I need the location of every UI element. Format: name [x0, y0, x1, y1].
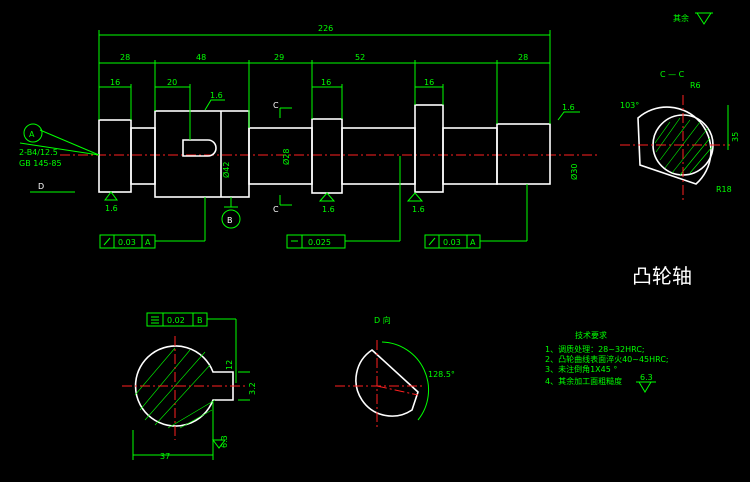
dim-16a: 16 [110, 78, 120, 87]
tech-item-1: 1、调质处理：28~32HRC; [545, 344, 645, 354]
keyway-slot: 3.2 [248, 382, 257, 395]
middle-shaft-2 [341, 127, 416, 185]
center-hole-callout: A 2-B4/12.5 GB 145-85 D [19, 123, 100, 193]
section-cc: C — C 103° R6 R18 35 [620, 70, 740, 200]
roughness-marks: 1.6 1.6 1.6 1.6 1.6 [104, 91, 580, 214]
ra-top-left: 1.6 [210, 91, 223, 100]
center-hole-label: A [29, 130, 35, 139]
tech-heading: 技术要求 [575, 330, 607, 340]
view-d-angle: 128.5° [428, 370, 455, 379]
roughness-note-symbol [695, 12, 713, 25]
right-journal [496, 123, 551, 185]
tech-item-4: 4、其余加工面粗糙度 [545, 376, 622, 386]
dim-52: 52 [355, 53, 365, 62]
tol-3-datum: A [470, 238, 476, 247]
tolerance-frame-3: 0.03 A [424, 184, 528, 249]
neck-2 [442, 127, 498, 185]
tol-4-value: 0.02 [167, 316, 185, 325]
middle-shaft [248, 127, 313, 185]
cam-profile-cc [637, 106, 712, 185]
dia-28: Ø28 [281, 149, 291, 165]
keyway-depth: 12 [225, 360, 234, 370]
cc-angle: 103° [620, 101, 639, 110]
section-cc-label: C — C [660, 70, 685, 79]
tol-1-datum: A [145, 238, 151, 247]
cam-profile-d [355, 348, 419, 417]
section-c-bottom: C [273, 205, 279, 214]
dim-29: 29 [274, 53, 284, 62]
center-hole-spec2: GB 145-85 [19, 159, 62, 168]
shaft-view [60, 104, 600, 198]
keyway-slot [182, 139, 217, 157]
dim-20: 20 [167, 78, 177, 87]
dim-48: 48 [196, 53, 206, 62]
view-d: D 向 128.5° [335, 315, 455, 430]
dim-16b: 16 [321, 78, 331, 87]
dim-overall: 226 [318, 24, 333, 33]
neck-1 [130, 127, 156, 185]
tol-2-value: 0.025 [308, 238, 331, 247]
cam-1 [311, 118, 343, 194]
tech-item-3: 3、未注倒角1X45 ° [545, 364, 617, 374]
top-dimensions: 226 28 48 29 52 28 16 20 16 16 [98, 24, 551, 140]
dim-28a: 28 [120, 53, 130, 62]
tech-ra-symbol [636, 381, 656, 393]
section-cut-marks: C C [273, 101, 292, 214]
cam-2 [414, 104, 444, 193]
drawing-title: 凸轮轴 [632, 264, 692, 288]
dim-16c: 16 [424, 78, 434, 87]
dia-42: Ø42 [221, 162, 231, 178]
tol-1-value: 0.03 [118, 238, 136, 247]
view-d-title: D 向 [374, 315, 391, 325]
cam-section-left [154, 110, 250, 198]
keyway-section: 0.02 B 37 12 3.2 6.3 [122, 312, 257, 461]
tech-item-2: 2、凸轮曲线表面淬火40~45HRC; [545, 354, 669, 364]
section-c-top: C [273, 101, 279, 110]
cc-r18: R18 [716, 185, 732, 194]
tech-ra: 6.3 [640, 373, 653, 382]
ra-bottom-2: 1.6 [322, 205, 335, 214]
keyway-ra: 6.3 [220, 435, 229, 448]
center-hole-spec1: 2-B4/12.5 [19, 148, 58, 157]
dia-30: Ø30 [569, 164, 579, 180]
cc-r6: R6 [690, 81, 701, 90]
ra-bottom-1: 1.6 [105, 204, 118, 213]
left-journal [98, 119, 132, 193]
datum-b: B [221, 197, 241, 229]
ra-top-right: 1.6 [562, 103, 575, 112]
keyway-width: 37 [160, 452, 170, 461]
view-d-label: D [38, 182, 44, 191]
roughness-note: 其余 [673, 13, 689, 23]
tech-requirements: 技术要求 1、调质处理：28~32HRC; 2、凸轮曲线表面淬火40~45HRC… [545, 330, 669, 393]
tolerance-frame-2: 0.025 [286, 156, 401, 249]
cc-dim35: 35 [731, 132, 740, 142]
tol-3-value: 0.03 [443, 238, 461, 247]
tol-4-datum: B [197, 316, 203, 325]
tolerance-frame-1: 0.03 A [99, 197, 206, 249]
ra-bottom-3: 1.6 [412, 205, 425, 214]
datum-b-label: B [227, 216, 233, 225]
dim-28b: 28 [518, 53, 528, 62]
